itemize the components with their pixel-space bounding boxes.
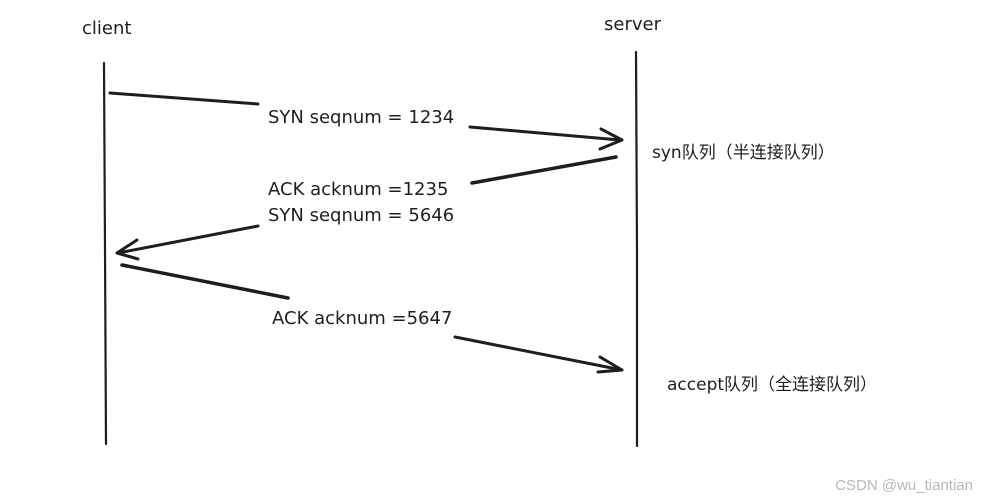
syn-arrowhead (598, 127, 624, 151)
syn-arrow-segment-1 (108, 91, 260, 106)
synack-arrowhead (115, 238, 140, 261)
client-label: client (82, 18, 131, 39)
accept-queue-label: accept队列（全连接队列） (667, 375, 877, 395)
ack-arrowhead (596, 355, 624, 374)
client-lifeline (102, 61, 108, 446)
ack-arrow-segment-1 (120, 263, 290, 300)
syn-arrow-segment-2 (468, 125, 622, 142)
ack-arrow-segment-2 (453, 335, 624, 372)
server-label: server (604, 14, 662, 35)
synack-arrow-segment-2 (116, 224, 260, 255)
syn-queue-label: syn队列（半连接队列） (652, 143, 835, 163)
synack-arrow-segment-1 (470, 155, 618, 185)
ack-1235-label: ACK acknum =1235 (268, 179, 448, 200)
watermark: CSDN @wu_tiantian (835, 477, 973, 494)
syn-message-label: SYN seqnum = 1234 (268, 107, 454, 128)
server-lifeline (634, 50, 639, 448)
message-syn: SYN seqnum = 1234 (108, 91, 624, 151)
syn-5646-label: SYN seqnum = 5646 (268, 205, 454, 226)
ack-5647-label: ACK acknum =5647 (272, 308, 452, 329)
message-ack: ACK acknum =5647 (120, 263, 624, 374)
message-syn-ack: ACK acknum =1235 SYN seqnum = 5646 (115, 155, 618, 261)
